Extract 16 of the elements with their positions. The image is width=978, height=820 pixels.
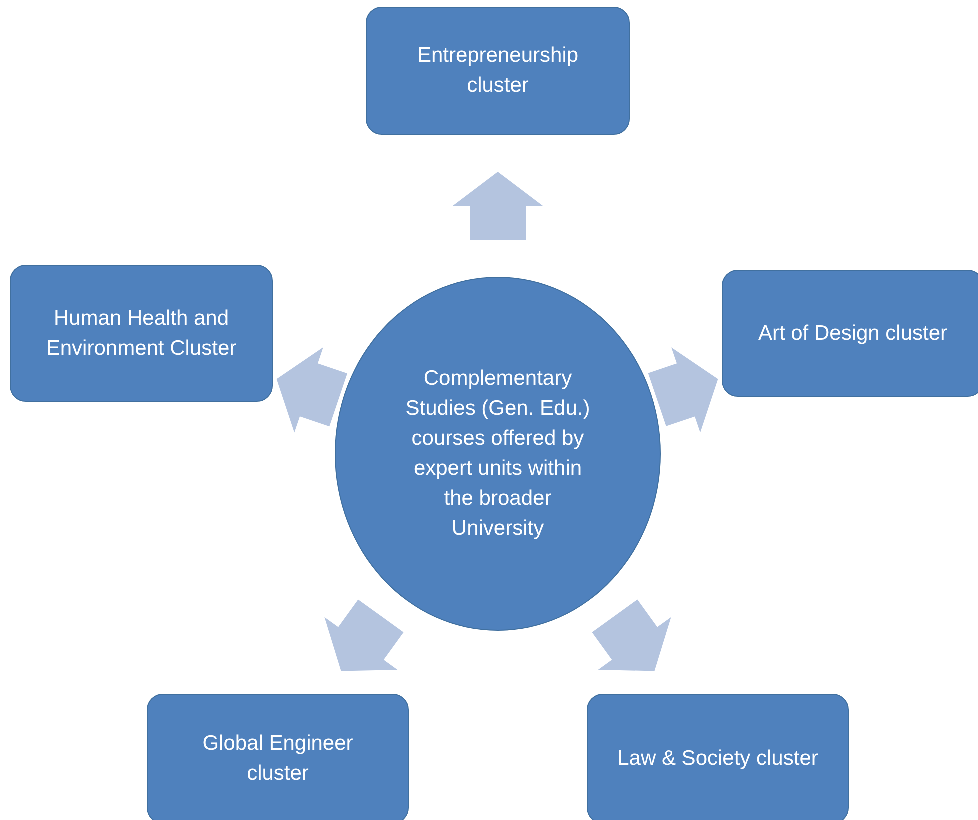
node-text: Law & Society cluster <box>616 746 820 772</box>
cluster-box <box>10 265 273 402</box>
node-text: Entrepreneurship cluster <box>416 43 580 99</box>
node-text: Human Health and Environment Cluster <box>45 306 238 362</box>
node-text: Art of Design cluster <box>757 320 949 346</box>
node-text: Complementary Studies (Gen. Edu.) courses offered by expert units within the broader University <box>404 366 592 542</box>
cluster-box <box>587 694 849 820</box>
cluster-box <box>147 694 409 820</box>
block-arrow <box>592 600 672 672</box>
cluster-box <box>366 7 630 135</box>
cluster-box <box>722 270 978 397</box>
block-arrow <box>453 172 543 240</box>
block-arrow <box>276 347 348 433</box>
block-arrow <box>324 600 404 672</box>
block-arrow <box>648 348 718 433</box>
node-text: Global Engineer cluster <box>202 731 354 787</box>
